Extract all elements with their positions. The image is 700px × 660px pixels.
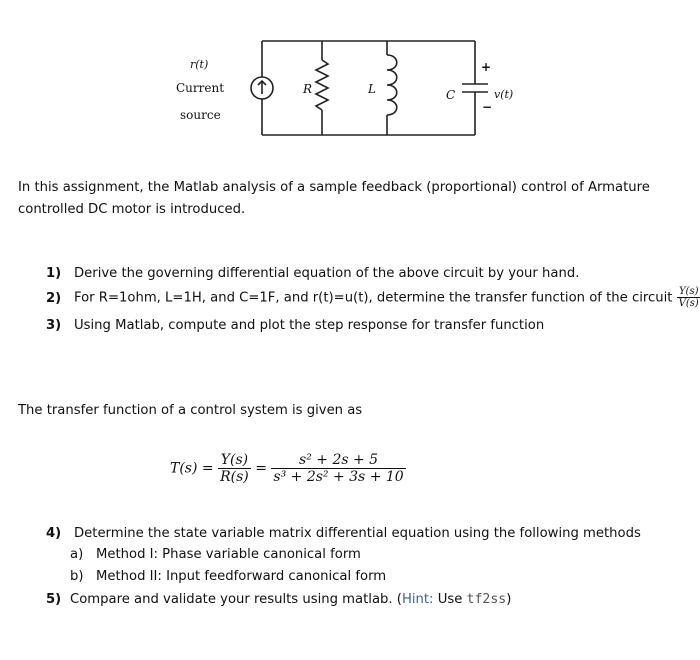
question-5: 5)Compare and validate your results usin… — [46, 592, 512, 607]
output-label: v(t) — [494, 88, 514, 101]
code-tf2ss: tf2ss — [466, 592, 507, 607]
plus-sign: + — [481, 60, 492, 74]
minus-sign: − — [482, 100, 493, 114]
transfer-fraction: Y(s)V(s) — [676, 286, 700, 309]
hint-label: Hint: — [401, 592, 434, 607]
source-signal-label: r(t) — [190, 58, 209, 71]
question-1: 1)Derive the governing differential equa… — [46, 266, 580, 281]
circuit-diagram — [250, 40, 488, 136]
question-2: 2)For R=1ohm, L=1H, and C=1F, and r(t)=u… — [46, 286, 700, 309]
question-3: 3)Using Matlab, compute and plot the ste… — [46, 318, 545, 333]
tf-intro: The transfer function of a control syste… — [18, 403, 363, 418]
resistor-label: R — [303, 82, 313, 96]
question-4: 4)Determine the state variable matrix di… — [46, 526, 641, 541]
capacitor-label: C — [446, 88, 456, 102]
method-b: b)Method II: Input feedforward canonical… — [70, 569, 387, 584]
source-label-current: Current — [176, 81, 225, 95]
ratio-fraction: Y(s)R(s) — [218, 452, 251, 485]
intro-paragraph: In this assignment, the Matlab analysis … — [18, 180, 650, 217]
inductor-label: L — [368, 82, 376, 96]
method-a: a)Method I: Phase variable canonical for… — [70, 547, 361, 562]
source-label-source: source — [180, 108, 221, 122]
